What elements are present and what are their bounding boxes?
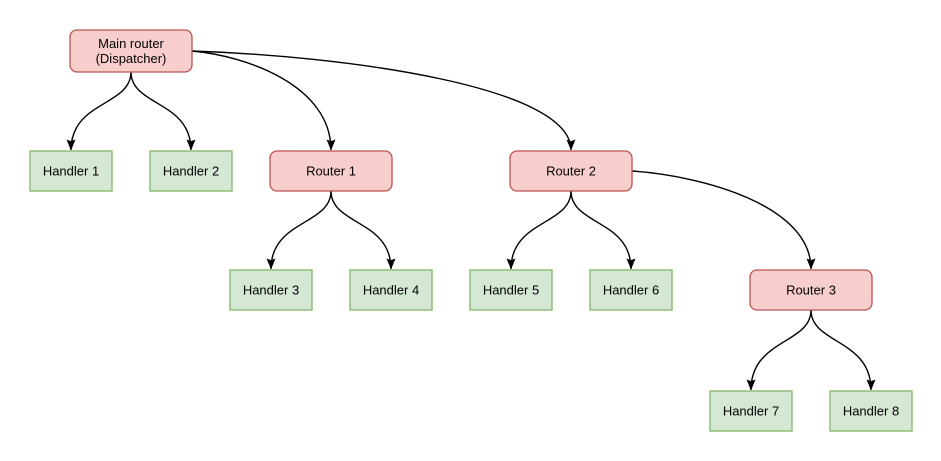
node-label: Main router(Dispatcher) <box>96 36 167 66</box>
node-handler-2: Handler 2 <box>149 150 233 192</box>
node-label-line: Router 2 <box>546 164 596 179</box>
node-handler-8: Handler 8 <box>829 390 913 432</box>
edge-layer <box>66 50 876 391</box>
node-label: Handler 6 <box>603 283 659 298</box>
handler-box <box>469 269 553 311</box>
handler-box <box>149 150 233 192</box>
node-label-line: Handler 1 <box>43 164 99 179</box>
node-router-1: Router 1 <box>269 150 393 192</box>
node-handler-7: Handler 7 <box>709 390 793 432</box>
node-label: Handler 7 <box>723 404 779 419</box>
router-box <box>269 150 393 192</box>
handler-box <box>229 269 313 311</box>
node-label: Handler 5 <box>483 283 539 298</box>
node-label: Handler 3 <box>243 283 299 298</box>
node-router-2: Router 2 <box>509 150 633 192</box>
edge-router-2-to-handler-6 <box>570 190 636 270</box>
node-label-line: Handler 7 <box>723 404 779 419</box>
router-box <box>749 269 873 311</box>
node-main-router: Main router(Dispatcher) <box>69 29 193 73</box>
handler-box <box>29 150 113 192</box>
node-label: Handler 2 <box>163 164 219 179</box>
router-box <box>509 150 633 192</box>
node-label-line: Handler 2 <box>163 164 219 179</box>
node-handler-1: Handler 1 <box>29 150 113 192</box>
node-label: Router 1 <box>306 164 356 179</box>
handler-box <box>589 269 673 311</box>
edge-router-2-to-handler-5 <box>506 190 572 270</box>
node-label-line: Main router <box>98 36 164 51</box>
node-layer: Main router(Dispatcher) Handler 1 Handler … <box>29 29 913 432</box>
node-label-line: Handler 6 <box>603 283 659 298</box>
router-box <box>69 29 193 73</box>
handler-box <box>349 269 433 311</box>
edge-main-router-to-router-2 <box>191 50 576 151</box>
node-label-line: Router 3 <box>786 283 836 298</box>
edge-router-2-to-router-3 <box>631 170 816 270</box>
node-label: Handler 8 <box>843 404 899 419</box>
node-label-line: Router 1 <box>306 164 356 179</box>
node-label-line: Handler 3 <box>243 283 299 298</box>
node-label: Handler 1 <box>43 164 99 179</box>
node-label-line: Handler 5 <box>483 283 539 298</box>
node-handler-5: Handler 5 <box>469 269 553 311</box>
node-label: Router 2 <box>546 164 596 179</box>
node-label-line: Handler 4 <box>363 283 419 298</box>
edge-router-1-to-handler-3 <box>266 190 332 270</box>
handler-box <box>829 390 913 432</box>
node-label-line: Handler 8 <box>843 404 899 419</box>
edge-router-1-to-handler-4 <box>330 190 396 270</box>
edge-router-3-to-handler-7 <box>746 309 812 391</box>
edge-router-3-to-handler-8 <box>810 309 876 391</box>
node-label: Router 3 <box>786 283 836 298</box>
handler-box <box>709 390 793 432</box>
edge-main-router-to-handler-2 <box>130 71 196 151</box>
node-label: Handler 4 <box>363 283 419 298</box>
node-label-line: (Dispatcher) <box>96 51 167 66</box>
edge-main-router-to-handler-1 <box>66 71 132 151</box>
node-handler-4: Handler 4 <box>349 269 433 311</box>
edge-main-router-to-router-1 <box>191 50 336 151</box>
node-handler-6: Handler 6 <box>589 269 673 311</box>
node-handler-3: Handler 3 <box>229 269 313 311</box>
node-router-3: Router 3 <box>749 269 873 311</box>
